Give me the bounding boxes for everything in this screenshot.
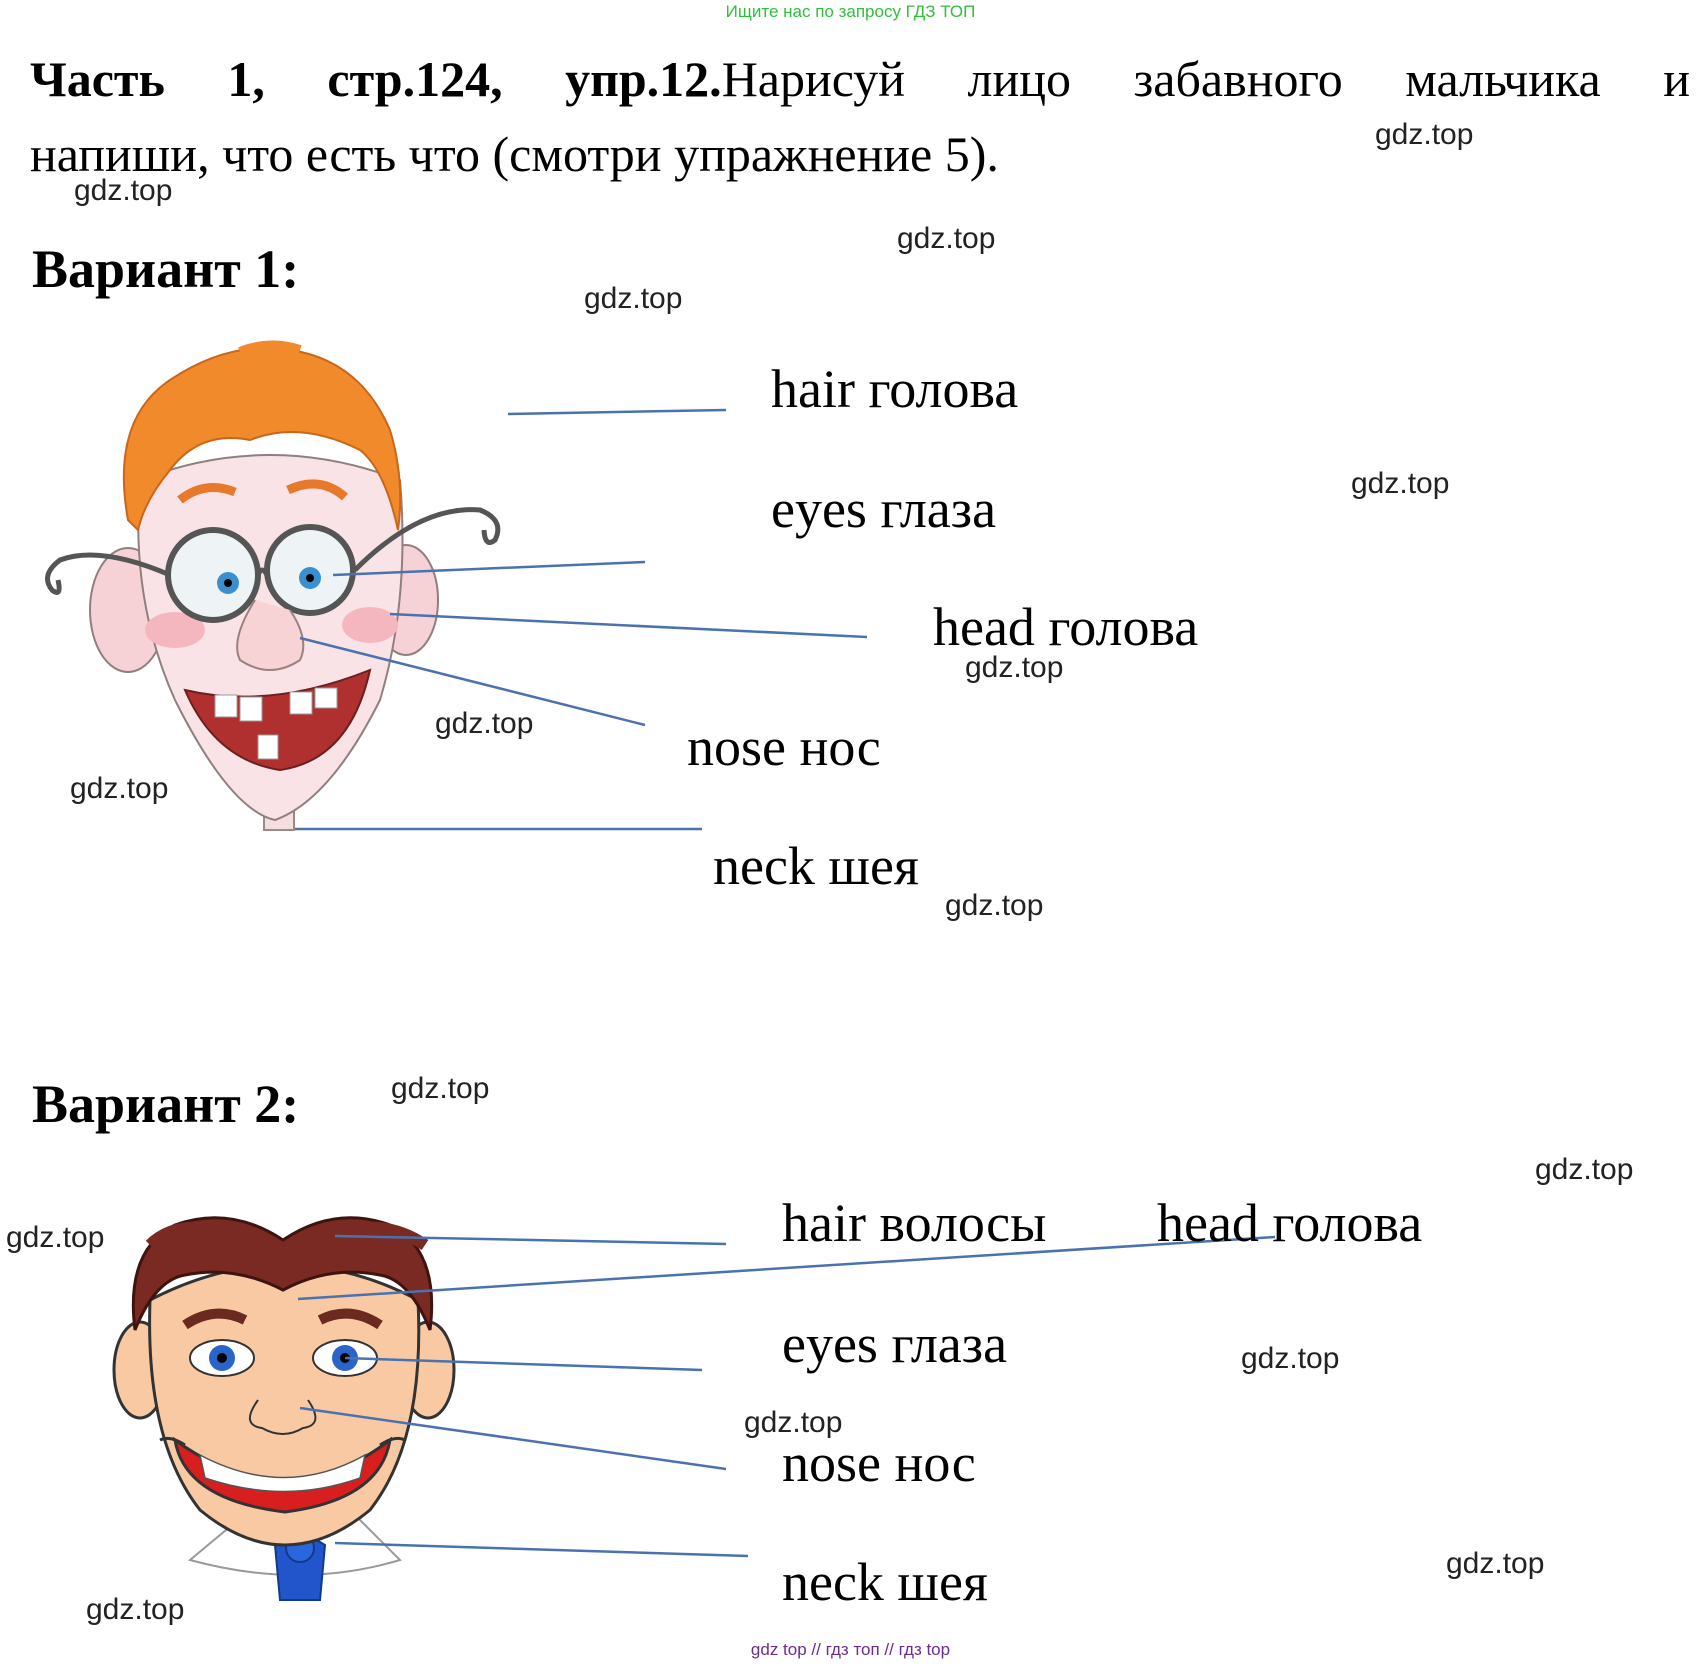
watermark: gdz.top xyxy=(897,222,996,255)
footer-links: gdz top // гдз топ // гдз top xyxy=(750,1640,951,1659)
variant-1-heading: Вариант 1: xyxy=(32,239,300,299)
v2-label-neck: neck шея xyxy=(782,1552,988,1612)
watermark: gdz.top xyxy=(744,1406,843,1439)
v1-label-nose: nose нос xyxy=(687,717,881,777)
variant-2-heading: Вариант 2: xyxy=(32,1074,300,1134)
watermark: gdz.top xyxy=(391,1072,490,1105)
watermark: gdz.top xyxy=(584,282,683,315)
v1-label-eyes: eyes глаза xyxy=(771,479,997,539)
watermark: gdz.top xyxy=(1375,118,1474,151)
watermark: gdz.top xyxy=(86,1593,185,1626)
exercise-title-bold: Часть 1, стр.124, упр.12. xyxy=(30,51,722,107)
exercise-title-text: Нарисуй лицо забавного мальчика и xyxy=(721,51,1690,107)
watermark: gdz.top xyxy=(1351,467,1450,500)
v2-label-hair: hair волосы xyxy=(782,1193,1047,1253)
v1-label-neck: neck шея xyxy=(713,836,919,896)
watermark: gdz.top xyxy=(70,772,169,805)
boy-2-illustration xyxy=(112,1216,456,1601)
watermark: gdz.top xyxy=(1535,1153,1634,1186)
boy-1-illustration xyxy=(45,340,501,831)
watermark: gdz.top xyxy=(945,889,1044,922)
watermark: gdz.top xyxy=(1241,1342,1340,1375)
v2-label-head: head голова xyxy=(1157,1193,1423,1253)
exercise-title-line2: напиши, что есть что (смотри упражнение … xyxy=(30,126,999,182)
v1-label-head: head голова xyxy=(933,597,1199,657)
v2-label-nose: nose нос xyxy=(782,1433,976,1493)
watermark: gdz.top xyxy=(74,174,173,207)
top-banner: Ищите нас по запросу ГДЗ ТОП xyxy=(725,2,976,21)
watermark: gdz.top xyxy=(435,707,534,740)
exercise-title-line1: Часть 1, стр.124, упр.12.Нарисуй лицо за… xyxy=(30,40,1690,118)
variant-2-pointer-lines xyxy=(297,1234,1276,1558)
watermark: gdz.top xyxy=(1446,1547,1545,1580)
watermark: gdz.top xyxy=(965,651,1064,684)
variant-1-pointer-lines xyxy=(295,408,868,831)
v1-label-hair: hair голова xyxy=(771,359,1019,419)
watermark: gdz.top xyxy=(6,1221,105,1254)
v2-label-eyes: eyes глаза xyxy=(782,1314,1008,1374)
